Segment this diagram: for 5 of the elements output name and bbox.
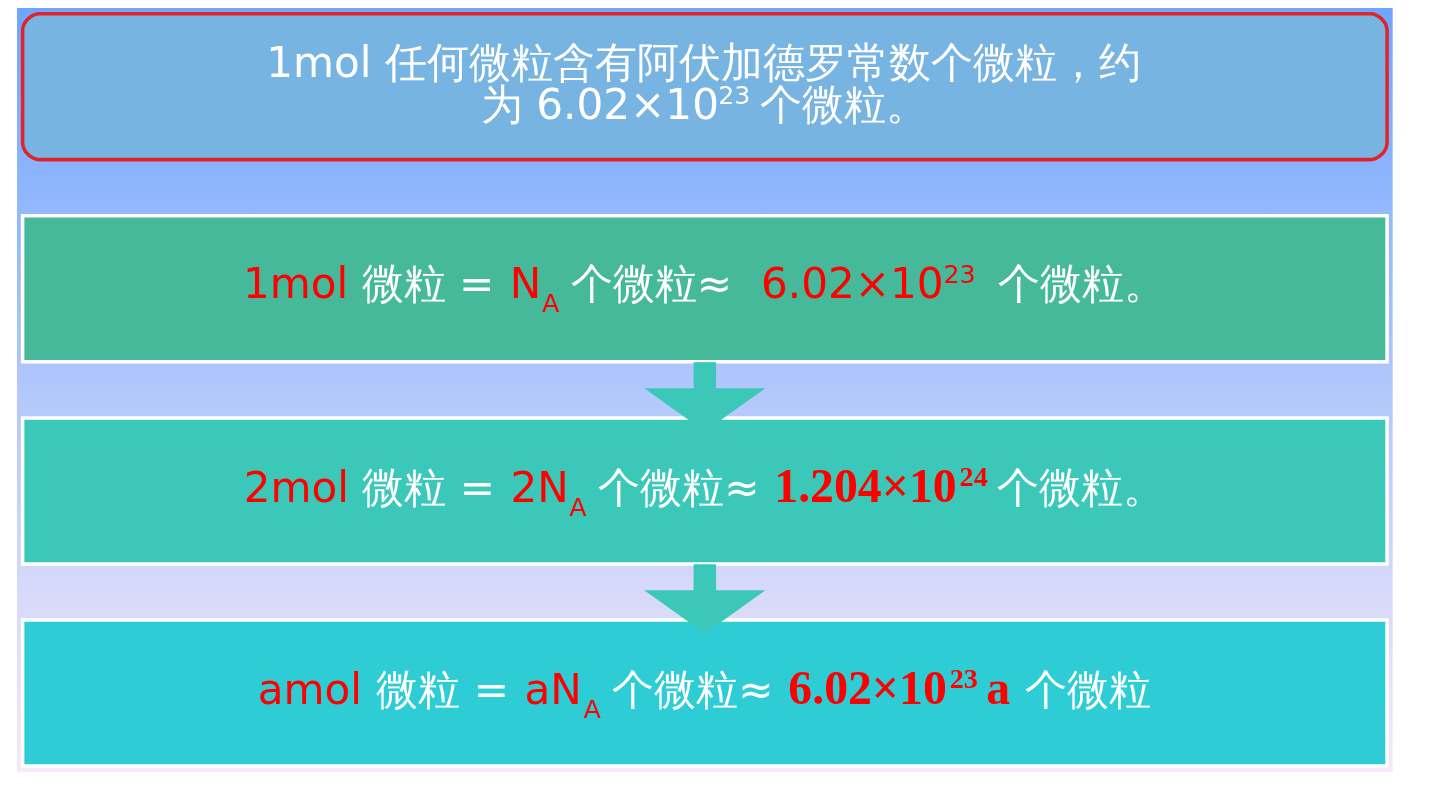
arrow (644, 564, 766, 634)
node-box: 1mol 微粒 = N$_{A}$ 个微粒≈ 6.02×10$^{23}$ 个微粒。 (20, 214, 1389, 364)
node-box: 1mol 任何微粒含有阿伏加德罗常数个微粒，约为 6.02×10$^{23}$ 个微粒。 (20, 11, 1389, 162)
node-box: amol 微粒 = aN$_{A}$ 个微粒≈ 6.02×10$^{23}$ a 个微粒 (20, 618, 1389, 768)
node-box: 2mol 微粒 = 2N$_{A}$ 个微粒≈ 1.204×10$^{24}$ 个微粒。 (20, 416, 1389, 566)
